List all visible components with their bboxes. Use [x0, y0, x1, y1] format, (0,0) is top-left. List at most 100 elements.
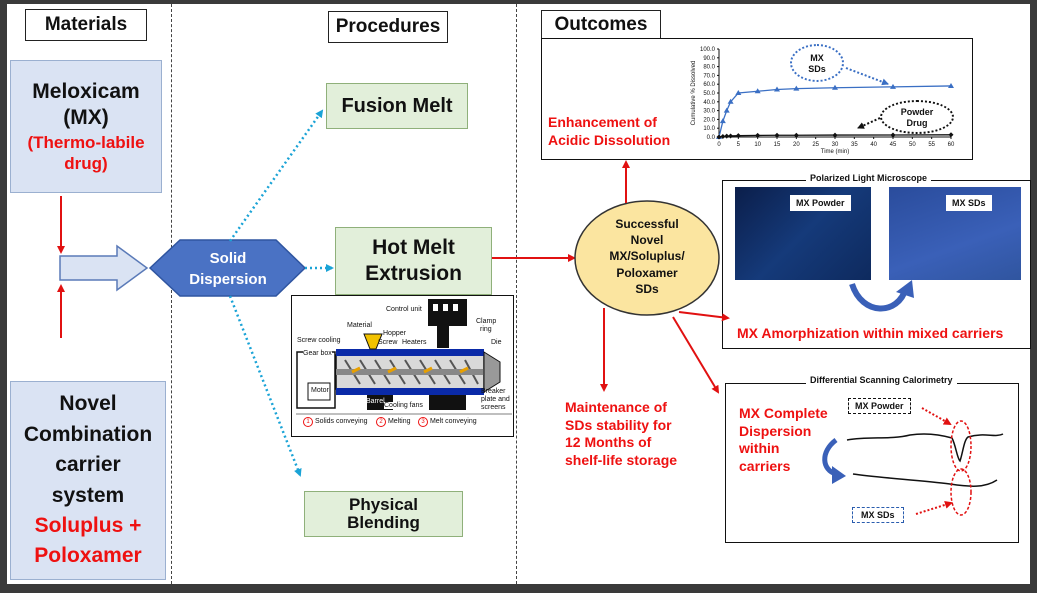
control-unit-gauge	[453, 304, 458, 311]
barrel-heater-top	[336, 349, 484, 356]
dsc-curved-arrow-head	[832, 466, 846, 484]
oc-line-4: Poloxamer	[616, 265, 678, 280]
zone-2-label: Melting	[387, 418, 411, 425]
x-tick-label: 20	[793, 142, 800, 148]
die	[483, 351, 501, 393]
plm-curved-arrow-head	[896, 280, 914, 298]
oc-line-3: MX/Soluplus/	[609, 249, 685, 264]
data-point-sds	[719, 118, 726, 124]
x-tick-label: 45	[890, 142, 897, 148]
annot-sds-2: SDs	[808, 63, 826, 74]
drug-box: Meloxicam (MX) (Thermo-labile drug)	[10, 60, 162, 193]
ext-label-breaker-2: plate and	[481, 396, 510, 403]
amorphization-text: MX Amorphization within mixed carriers	[737, 325, 1004, 341]
x-tick-label: 0	[717, 142, 721, 148]
data-point-powder	[890, 132, 896, 138]
ext-label-motor: Motor	[311, 387, 329, 394]
enhancement-text: Enhancement of Acidic Dissolution	[548, 114, 688, 149]
x-tick-label: 40	[870, 142, 877, 148]
data-point-sds	[754, 88, 761, 94]
dsc-highlight-2	[950, 468, 972, 516]
dsc-highlight-1	[950, 420, 972, 472]
plm-label-powder: MX Powder	[790, 195, 851, 211]
support-right	[429, 395, 466, 410]
screw-shaft	[336, 369, 484, 375]
y-tick-label: 10.0	[703, 126, 715, 132]
ext-label-barrel: Barrel	[366, 398, 385, 405]
data-point-powder	[724, 133, 730, 139]
ext-label-die: Die	[491, 339, 502, 346]
ext-label-hopper: Hopper	[383, 330, 406, 337]
plm-curved-arrow	[849, 282, 909, 312]
ext-label-screw-cooling: Screw cooling	[297, 337, 341, 344]
data-point-powder	[716, 134, 722, 140]
x-tick-label: 10	[754, 142, 761, 148]
dsc-curve-powder	[846, 433, 1004, 463]
zone-3-label: Melt conveying	[429, 418, 477, 425]
control-unit-gauge	[433, 304, 438, 311]
data-point-sds	[832, 84, 838, 90]
separator-right	[516, 4, 517, 584]
x-tick-label: 5	[737, 142, 741, 148]
carrier-line-2: Combination	[23, 422, 153, 446]
dsc-text-3: within	[739, 440, 780, 456]
maint-line-3: 12 Months of	[565, 434, 652, 450]
data-point-sds	[774, 86, 780, 92]
ext-label-cooling-fans: Cooling fans	[384, 402, 423, 409]
hopper	[363, 333, 383, 350]
y-tick-label: 60.0	[703, 82, 715, 88]
drug-abbrev: (MX)	[63, 106, 109, 130]
arrow-to-plm	[678, 311, 730, 322]
ext-label-screw: Screw	[378, 339, 398, 346]
plm-title: Polarized Light Microscope	[806, 173, 932, 183]
x-tick-label: 30	[832, 142, 839, 148]
motor	[307, 382, 331, 401]
y-tick-label: 30.0	[703, 109, 715, 115]
physical-blending-box: Physical Blending	[304, 491, 463, 537]
drug-note-1: (Thermo-labile	[27, 132, 145, 152]
ext-label-breaker-3: screens	[481, 404, 506, 411]
data-point-sds	[948, 82, 954, 88]
data-point-powder	[735, 133, 741, 139]
header-materials: Materials	[25, 9, 147, 41]
data-point-powder	[720, 134, 726, 140]
x-axis-label: Time (min)	[821, 149, 849, 155]
dsc-text-1: MX Complete	[739, 405, 828, 421]
carrier-line-1: Novel	[59, 392, 117, 416]
dsc-pointer-sds	[915, 500, 953, 515]
big-arrow-to-sd	[59, 244, 149, 292]
zone-1-number: 1	[303, 417, 313, 427]
dissolution-chart-frame	[541, 38, 973, 160]
y-tick-label: 0.0	[707, 135, 716, 141]
enh-line-2: Acidic Dissolution	[548, 131, 671, 148]
dsc-label-sds: MX SDs	[852, 507, 904, 523]
dsc-text-2: Dispersion	[739, 422, 812, 439]
dotted-arrow-fusion	[228, 109, 324, 242]
dsc-text: MX Complete Dispersion within carriers	[739, 405, 849, 475]
drug-note-2: drug)	[64, 153, 108, 173]
outcome-ellipse-text: Successful Novel MX/Soluplus/ Poloxamer …	[590, 216, 704, 297]
hme-line-1: Hot Melt	[372, 235, 455, 259]
annot-sds-1: MX	[810, 53, 824, 63]
dsc-curve-sds	[852, 473, 998, 487]
dsc-title: Differential Scanning Calorimetry	[806, 375, 957, 385]
zone-1: 1 Solids conveying	[303, 417, 367, 427]
y-tick-label: 50.0	[703, 91, 715, 97]
control-unit-stand	[437, 326, 449, 348]
barrel-heater-bottom	[336, 388, 484, 395]
carrier-line-5: Soluplus +	[34, 513, 142, 537]
data-point-sds	[890, 83, 896, 89]
annot-powder-1: Powder	[900, 107, 934, 117]
x-tick-label: 55	[928, 142, 935, 148]
zone-2-number: 2	[376, 417, 386, 427]
data-point-powder	[728, 133, 734, 139]
y-tick-label: 100.0	[700, 47, 716, 53]
fusion-melt-label: Fusion Melt	[341, 94, 453, 117]
enh-line-1: Enhancement of	[548, 114, 657, 130]
data-point-sds	[793, 85, 800, 91]
x-tick-label: 15	[774, 142, 781, 148]
carrier-line-4: system	[51, 483, 125, 507]
maint-line-2: SDs stability for	[565, 416, 672, 433]
